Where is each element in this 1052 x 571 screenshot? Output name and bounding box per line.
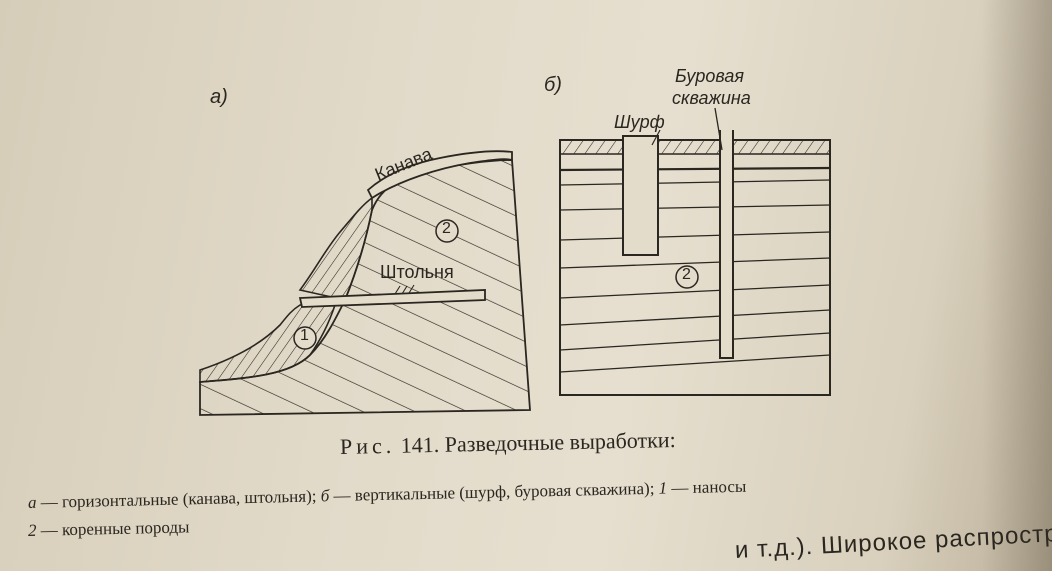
shtolnya-adit: [298, 289, 486, 308]
overburden-upper: [298, 196, 373, 301]
caption-title-text: 141. Разведочные выработки:: [400, 426, 676, 458]
marker-1-a-text: 1: [300, 327, 309, 344]
caption-line-2: 2 — коренные породы: [28, 517, 190, 541]
caption-1-text: — наносы: [666, 476, 747, 498]
shurf-leader: [651, 129, 661, 146]
panel-a-label: а): [210, 86, 228, 108]
borehole-label-2: скважина: [672, 88, 751, 108]
marker-1-a: [293, 326, 317, 350]
marker-2-a-text: 2: [442, 220, 451, 237]
caption-2-text: — коренные породы: [36, 517, 190, 540]
borehole: [719, 130, 734, 359]
marker-2-b: [675, 265, 699, 289]
strata-lines: [560, 179, 830, 373]
adit-soil-marks: [394, 284, 415, 295]
borehole-leader: [714, 107, 723, 151]
page-fold-shadow: [982, 0, 1052, 571]
panel-b-diagram: [559, 107, 831, 396]
caption-prefix: Рис.: [339, 432, 396, 459]
shtolnya-label: Штольня: [380, 262, 454, 282]
shurf-pit: [622, 135, 659, 256]
kanava-trench: [366, 150, 513, 200]
shurf-label: Шурф: [614, 112, 665, 132]
panel-a-diagram: [199, 150, 531, 416]
marker-2-b-text: 2: [682, 266, 691, 283]
topsoil-band: [559, 139, 831, 155]
marker-2-a: [435, 219, 459, 243]
borehole-label-1: Буровая: [675, 66, 744, 86]
section-b-frame: [559, 139, 831, 396]
panel-b-label: б): [544, 74, 562, 96]
